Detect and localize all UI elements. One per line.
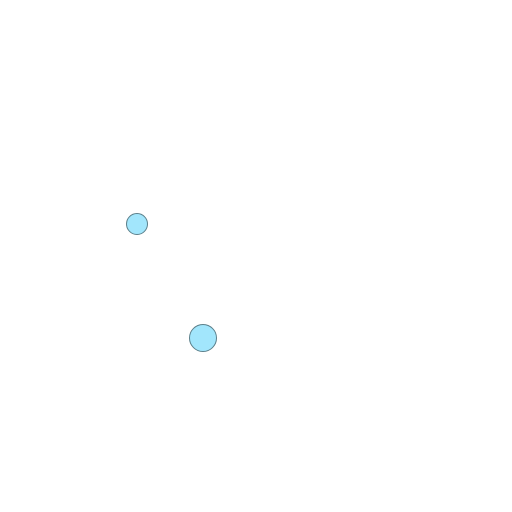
circle-large	[189, 324, 217, 352]
circle-small	[126, 213, 148, 235]
